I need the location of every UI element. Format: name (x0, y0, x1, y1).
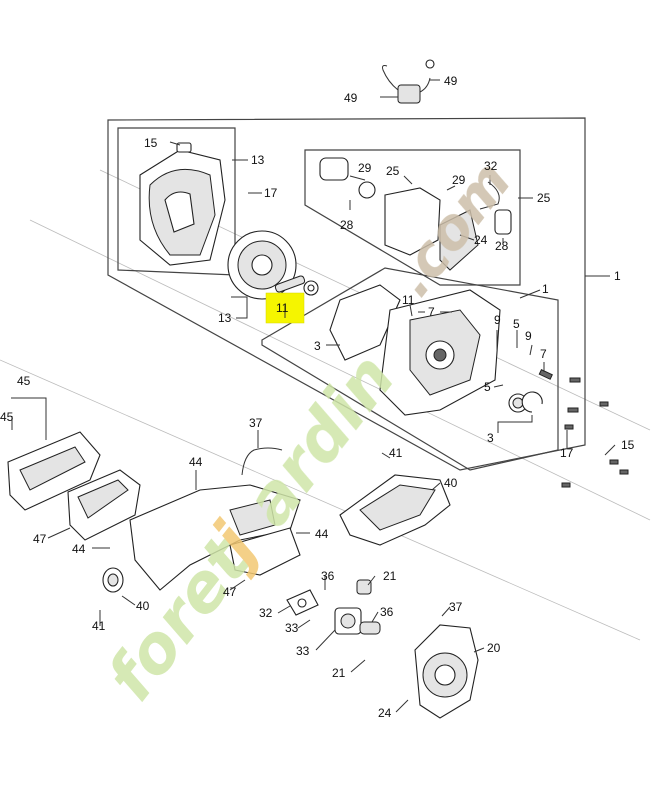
part-fan-housing-14 (139, 142, 226, 266)
callout-41: 40 (136, 599, 150, 613)
part-gasket-33 (286, 589, 319, 616)
callout-26: 25 (386, 164, 400, 178)
callout-31: 32 (484, 159, 498, 173)
part-oring-11 (303, 280, 319, 296)
part-crankcase-3 (329, 284, 501, 416)
part-part-20 (356, 579, 372, 595)
callout-21: 20 (487, 641, 501, 655)
callout-11: 11 (276, 301, 289, 315)
callout-24: 25 (537, 191, 551, 205)
leader-lines (11, 79, 616, 713)
callout-49: 49 (344, 91, 358, 105)
callout-9: 9 (494, 313, 501, 327)
callout-44-left: 44 (72, 542, 86, 556)
callout-44-right: 44 (315, 527, 329, 541)
callout-22: 21 (332, 666, 346, 680)
part-flywheel-13 (227, 230, 306, 300)
part-wiring-49 (382, 59, 435, 104)
callout-5: 5 (513, 317, 520, 331)
callout-10: 9 (525, 329, 532, 343)
part-screws-right (538, 368, 629, 488)
callout-6: 5 (484, 380, 491, 394)
callout-12: 11 (402, 293, 415, 307)
callout-25: 24 (474, 233, 488, 247)
part-filter-48 (67, 469, 141, 541)
callout-42: 41 (92, 619, 106, 633)
callout-37: 36 (380, 605, 394, 619)
part-cap-41 (102, 567, 124, 593)
callout-15: 15 (144, 136, 158, 150)
callout-35: 36 (321, 569, 335, 583)
part-air-filter-cover-45 (7, 431, 101, 511)
callout-3: 3 (314, 339, 321, 353)
callout-27: 28 (495, 239, 509, 253)
callout-39: 40 (444, 476, 458, 490)
callout-30: 29 (358, 161, 372, 175)
callout-7: 7 (540, 347, 547, 361)
callout-50: 49 (444, 74, 458, 88)
callout-36: 37 (449, 600, 463, 614)
part-starter-21 (414, 624, 479, 719)
callout-29: 28 (340, 218, 354, 232)
callout-34: 33 (285, 621, 299, 635)
callout-28: 29 (452, 173, 466, 187)
callout-20: 21 (383, 569, 397, 583)
callout-43: 44 (189, 455, 203, 469)
callout-18: 17 (560, 446, 574, 460)
part-chassis-39 (339, 474, 451, 546)
part-fuel-line-38 (241, 447, 283, 476)
callout-1: 1 (614, 269, 621, 283)
callout-40: 41 (389, 446, 403, 460)
part-ignition-module-24 (319, 157, 512, 271)
callout-13: 13 (218, 311, 232, 325)
callout-23: 24 (378, 706, 392, 720)
part-bearing-4 (508, 391, 543, 413)
callout-2: 1 (542, 282, 549, 296)
callout-47: 47 (223, 585, 237, 599)
part-housing-43 (129, 484, 301, 591)
callout-4: 3 (487, 431, 494, 445)
callout-8: 7 (428, 305, 435, 319)
callout-48: 47 (33, 532, 47, 546)
part-carburetor-32 (334, 607, 381, 635)
callout-38: 37 (249, 416, 263, 430)
callout-32: 33 (296, 644, 310, 658)
callout-14: 13 (251, 153, 265, 167)
callout-46: 45 (0, 410, 14, 424)
callout-labels: 49 49 15 13 17 29 25 32 29 25 28 24 28 1… (0, 74, 635, 720)
callout-17: 17 (264, 186, 278, 200)
callout-16: 15 (621, 438, 635, 452)
callout-33: 32 (259, 606, 273, 620)
callout-45: 45 (17, 374, 31, 388)
frame-crankcase (261, 267, 559, 471)
